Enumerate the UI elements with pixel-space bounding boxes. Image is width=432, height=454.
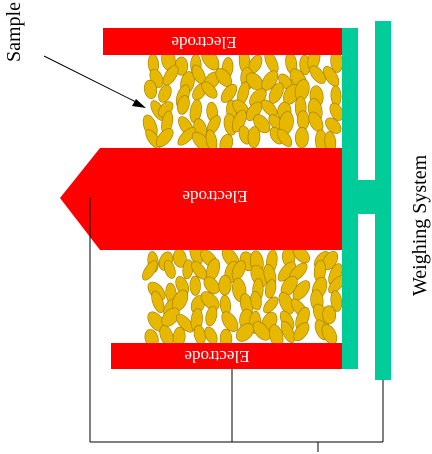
electrode-bottom-label: Electrode (184, 347, 249, 366)
sample-grain (200, 291, 220, 311)
sample-grain (263, 296, 279, 314)
sample-grain (220, 83, 238, 103)
sample-grain (280, 320, 296, 343)
sample-grain (252, 321, 271, 341)
sample-grain (142, 260, 158, 281)
frame-outer-bar (375, 21, 391, 380)
sample-grain (277, 128, 293, 147)
sample-grain (296, 110, 310, 130)
sample-grain (323, 65, 340, 87)
sample-grain (221, 311, 239, 332)
sample-arrow-head (132, 99, 146, 108)
sample-grain (162, 65, 179, 86)
sample-grain (189, 275, 201, 296)
sample-grain (175, 313, 194, 333)
sample-grain (158, 84, 172, 103)
sample-grain (330, 290, 343, 312)
sample-grain (201, 81, 218, 99)
sample-grain (309, 65, 326, 84)
sample-grain (177, 95, 190, 115)
sample-grain (218, 274, 232, 296)
frame-inner-bar-bottom (342, 214, 358, 369)
sample-grain (163, 259, 176, 279)
sample-grain (235, 323, 255, 342)
sample-grain (325, 117, 342, 134)
sample-grain (264, 279, 277, 299)
sample-grain (177, 127, 196, 146)
sample-grain (247, 126, 261, 149)
sample-arrow-line (43, 55, 141, 105)
sample-grain (155, 128, 174, 148)
electrode-top-label: Electrode (171, 33, 236, 52)
sample-grain (294, 127, 309, 149)
electrode-bottom-plate (111, 343, 344, 369)
sample-grain (203, 276, 220, 295)
sample-grain (205, 306, 218, 327)
sample-grain (250, 290, 262, 311)
frame-inner-bar-top (342, 28, 358, 180)
weighing-system-label: Weighing System (409, 154, 431, 296)
electrode-middle-label: Electrode (182, 187, 247, 206)
sample-grains-lower (142, 242, 346, 349)
sample-grain (293, 322, 310, 342)
sample-grains-upper (142, 48, 344, 154)
sample-grain (143, 79, 158, 99)
electrode-middle-plate (60, 148, 346, 250)
sample-grain (151, 290, 165, 314)
frame-crossbar (342, 180, 378, 214)
wiring (89, 198, 384, 452)
sample-grain (329, 102, 344, 121)
sample-grain (322, 305, 337, 325)
sample-label: Sample (3, 2, 25, 62)
electrode-top-plate (103, 28, 344, 55)
